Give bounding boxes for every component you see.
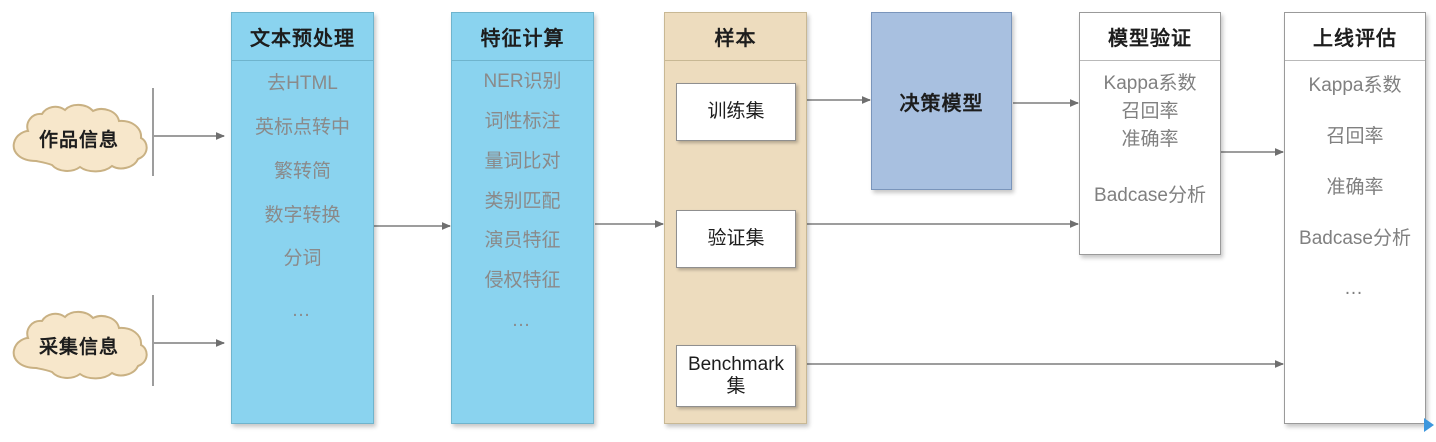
stage-validation-title: 模型验证 (1080, 13, 1220, 61)
sample-box-train-label: 训练集 (707, 101, 765, 123)
stage-features-title: 特征计算 (452, 13, 593, 61)
stage-online-evaluation-title: 上线评估 (1285, 13, 1425, 61)
sample-box-train[interactable]: 训练集 (676, 83, 796, 141)
sample-box-validation-label: 验证集 (707, 228, 765, 250)
stage-preprocess-title: 文本预处理 (232, 13, 373, 61)
list-item: Badcase分析 (1299, 227, 1411, 249)
list-item: 演员特征 (484, 230, 561, 252)
source-cloud-collect[interactable]: 采集信息 (8, 310, 150, 380)
list-item: 准确率 (1326, 176, 1384, 198)
stage-features[interactable]: 特征计算 NER识别 词性标注 量词比对 类别匹配 演员特征 侵权特征 … (451, 12, 594, 424)
stage-validation-items: Kappa系数 召回率 准确率 Badcase分析 (1080, 61, 1220, 206)
stage-preprocess[interactable]: 文本预处理 去HTML 英标点转中 繁转简 数字转换 分词 … (231, 12, 374, 424)
sample-box-benchmark-label: Benchmark集 (687, 354, 785, 397)
sample-box-validation[interactable]: 验证集 (676, 210, 796, 268)
list-item: 数字转换 (264, 204, 341, 226)
stage-online-evaluation-items: Kappa系数 召回率 准确率 Badcase分析 … (1285, 61, 1425, 300)
list-item: 去HTML (267, 73, 338, 94)
list-item: 准确率 (1121, 128, 1179, 150)
stage-samples[interactable]: 样本 训练集 验证集 Benchmark集 (664, 12, 807, 424)
stage-samples-title: 样本 (665, 13, 806, 61)
stage-features-items: NER识别 词性标注 量词比对 类别匹配 演员特征 侵权特征 … (452, 61, 593, 332)
list-item: 繁转简 (273, 160, 331, 182)
sample-box-benchmark[interactable]: Benchmark集 (676, 345, 796, 407)
stage-decision-model[interactable]: 决策模型 (871, 12, 1012, 190)
list-item-ellipsis: … (511, 310, 534, 332)
list-item-ellipsis: … (291, 300, 314, 322)
stage-preprocess-items: 去HTML 英标点转中 繁转简 数字转换 分词 … (232, 61, 373, 322)
corner-resize-icon[interactable] (1424, 418, 1434, 432)
list-item: 英标点转中 (254, 116, 350, 138)
source-cloud-works[interactable]: 作品信息 (8, 103, 150, 173)
stage-online-evaluation[interactable]: 上线评估 Kappa系数 召回率 准确率 Badcase分析 … (1284, 12, 1426, 424)
list-item: Kappa系数 (1308, 75, 1402, 96)
source-cloud-collect-label: 采集信息 (38, 336, 119, 358)
list-item: 召回率 (1326, 125, 1384, 147)
stage-validation[interactable]: 模型验证 Kappa系数 召回率 准确率 Badcase分析 (1079, 12, 1221, 255)
list-item: 召回率 (1121, 100, 1179, 122)
list-item: 分词 (283, 248, 322, 270)
list-item: Badcase分析 (1094, 184, 1206, 206)
stage-decision-model-label: 决策模型 (899, 92, 984, 115)
list-item: 词性标注 (484, 110, 561, 132)
list-item-ellipsis: … (1344, 278, 1366, 300)
cloud-shape-icon (12, 103, 148, 173)
cloud-shape-icon (12, 310, 148, 380)
list-item: 侵权特征 (484, 270, 561, 292)
source-cloud-works-label: 作品信息 (38, 129, 119, 151)
list-item: NER识别 (483, 71, 562, 92)
list-item: Kappa系数 (1103, 73, 1197, 94)
list-item: 量词比对 (484, 150, 561, 172)
list-item: 类别匹配 (484, 190, 561, 212)
